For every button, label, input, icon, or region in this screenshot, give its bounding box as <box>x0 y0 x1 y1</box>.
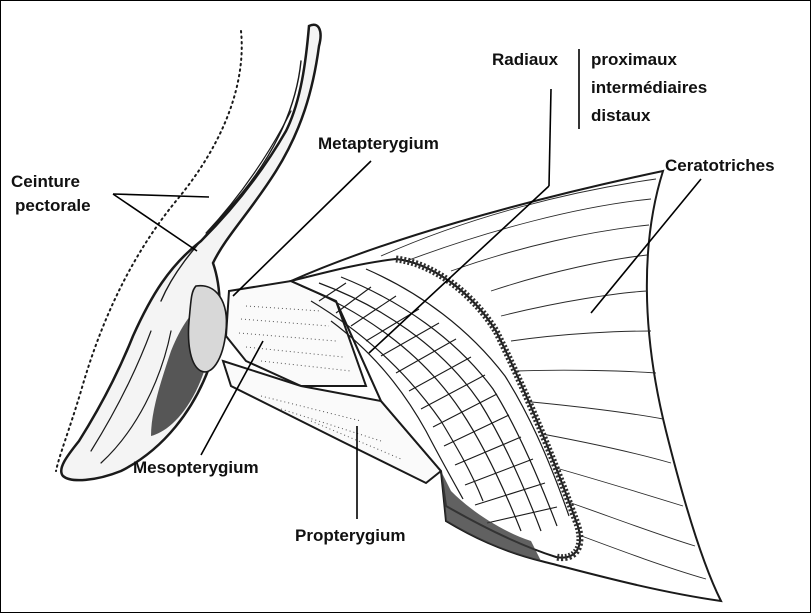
label-ceratotriches: Ceratotriches <box>665 156 775 175</box>
label-proximaux: proximaux <box>591 50 678 69</box>
label-metapterygium: Metapterygium <box>318 134 439 153</box>
label-ceinture-line1: Ceinture <box>11 172 80 191</box>
label-distaux: distaux <box>591 106 651 125</box>
label-intermediaires: intermédiaires <box>591 78 707 97</box>
label-radiaux: Radiaux <box>492 50 559 69</box>
label-ceinture-line2: pectorale <box>15 196 91 215</box>
label-mesopterygium: Mesopterygium <box>133 458 259 477</box>
label-propterygium: Propterygium <box>295 526 406 545</box>
glenoid-articulation <box>189 286 227 372</box>
